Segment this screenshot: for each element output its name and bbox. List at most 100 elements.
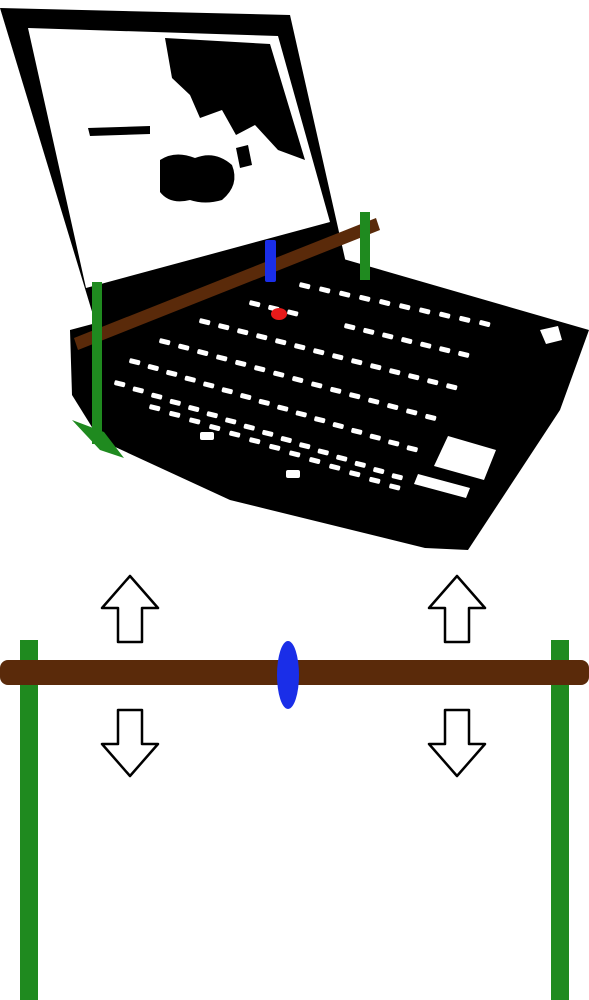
key: [209, 424, 221, 431]
key: [425, 413, 437, 421]
key: [369, 433, 381, 441]
key: [317, 448, 329, 456]
left-support-foot: [72, 420, 124, 458]
key: [336, 454, 348, 462]
down-arrow-right: [427, 708, 487, 778]
key: [249, 437, 261, 445]
key: [294, 343, 306, 351]
key: [339, 290, 351, 298]
latch: [286, 470, 300, 478]
key: [218, 323, 230, 331]
up-arrow-left: [100, 574, 160, 644]
key: [479, 320, 491, 327]
key: [166, 369, 178, 377]
key: [373, 467, 385, 474]
key: [258, 398, 270, 406]
laptop-illustration: [0, 8, 589, 550]
key: [147, 364, 159, 371]
key: [269, 443, 281, 451]
key: [243, 423, 255, 431]
key: [349, 470, 361, 478]
key: [309, 457, 321, 464]
up-arrow-right: [427, 574, 487, 644]
key: [132, 386, 144, 394]
key: [379, 299, 391, 306]
trackpoint-icon: [271, 308, 287, 320]
key: [351, 427, 363, 435]
key: [391, 473, 403, 481]
key: [206, 411, 218, 419]
status-led: [200, 432, 214, 440]
key: [332, 422, 344, 429]
key: [446, 383, 458, 391]
key: [406, 445, 418, 453]
key: [188, 405, 200, 412]
right-support-post: [360, 212, 370, 280]
key: [277, 404, 289, 412]
key: [458, 350, 470, 358]
key: [151, 392, 163, 400]
key: [262, 429, 274, 437]
key: [254, 365, 266, 373]
key: [399, 303, 411, 311]
key: [313, 348, 325, 356]
key: [240, 393, 252, 400]
key: [292, 376, 304, 383]
key: [329, 463, 341, 471]
logo-mark: [540, 326, 562, 344]
touchpad: [434, 436, 496, 480]
key: [295, 410, 307, 418]
key: [229, 430, 241, 438]
key: [235, 359, 247, 367]
wallpaper-art: [88, 38, 305, 203]
key: [388, 439, 400, 447]
key: [314, 416, 326, 424]
key: [406, 408, 418, 416]
key: [401, 337, 413, 344]
left-post: [20, 640, 38, 1000]
key: [280, 436, 292, 443]
key: [408, 373, 420, 381]
key: [370, 363, 382, 371]
down-arrow-left: [100, 708, 160, 778]
key: [114, 380, 126, 388]
key: [149, 404, 161, 412]
key: [459, 315, 471, 323]
upper-slider: [265, 240, 276, 282]
key: [427, 378, 439, 386]
key: [439, 311, 451, 319]
key: [330, 386, 342, 394]
key: [419, 307, 431, 315]
key: [389, 483, 401, 491]
key: [221, 387, 233, 395]
touchpad-buttons: [414, 474, 470, 498]
key: [369, 476, 381, 484]
key: [359, 294, 371, 302]
key: [129, 358, 141, 366]
keyboard-keys: [114, 282, 491, 491]
lower-slider: [277, 641, 299, 709]
key: [389, 368, 401, 376]
key: [256, 333, 268, 341]
key: [363, 327, 375, 335]
key: [351, 358, 363, 366]
key: [289, 450, 301, 458]
key: [287, 309, 299, 317]
key: [197, 349, 209, 356]
key: [216, 354, 228, 362]
key: [368, 397, 380, 405]
right-post: [551, 640, 569, 1000]
laptop-base: [70, 258, 589, 550]
key: [439, 346, 451, 354]
key: [169, 410, 181, 418]
key: [203, 381, 215, 389]
key: [387, 403, 399, 410]
key: [249, 300, 261, 308]
key: [332, 353, 344, 361]
key: [159, 338, 171, 346]
upper-rod: [74, 218, 380, 350]
key: [299, 282, 311, 290]
left-support-post: [92, 282, 102, 444]
key: [178, 343, 190, 351]
key: [275, 338, 287, 346]
